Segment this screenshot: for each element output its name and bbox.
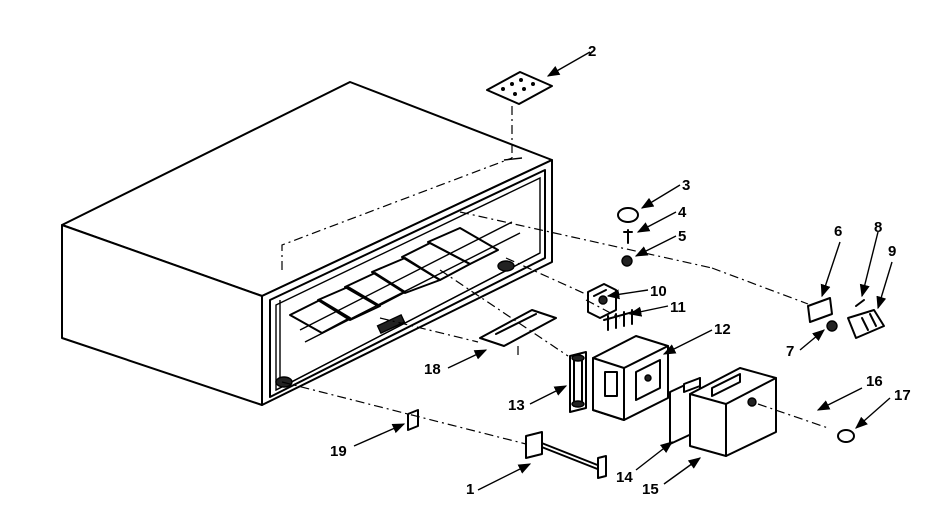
callout-3: 3 (682, 177, 690, 194)
callout-11: 11 (670, 299, 686, 316)
callout-labels: 2 3 4 5 6 7 8 9 10 11 12 13 14 15 16 17 … (330, 43, 911, 498)
callout-19: 19 (330, 443, 347, 460)
parts-6-9-lamp-assembly (459, 211, 885, 339)
callout-7: 7 (786, 343, 794, 360)
part-18-plate (479, 309, 557, 356)
part-13-bracket (569, 351, 587, 413)
assembly-lines (281, 157, 621, 357)
parts-3-5-cap-screw-grommet (617, 207, 639, 267)
callout-4: 4 (678, 204, 687, 221)
cabinet-housing (61, 81, 553, 406)
callout-9: 9 (888, 243, 896, 260)
callout-leaders (353, 51, 893, 491)
part-10-switch (587, 283, 617, 319)
part-19-clip (407, 409, 419, 431)
part-12-control-housing (592, 335, 669, 421)
callout-15: 15 (642, 481, 659, 498)
callout-17: 17 (894, 387, 911, 404)
callout-6: 6 (834, 223, 842, 240)
callout-5: 5 (678, 228, 686, 245)
callout-8: 8 (874, 219, 882, 236)
callout-12: 12 (714, 321, 731, 338)
callout-16: 16 (866, 373, 883, 390)
part-15-outer-cover (689, 367, 777, 457)
callout-10: 10 (650, 283, 667, 300)
callout-18: 18 (424, 361, 441, 378)
part-1-rod (281, 381, 607, 479)
interior-ribs (275, 221, 521, 388)
callout-2: 2 (588, 43, 596, 60)
part-2-top-plate (486, 71, 553, 161)
parts-16-17-screw-cap (757, 403, 855, 443)
callout-1: 1 (466, 481, 474, 498)
callout-14: 14 (616, 469, 633, 486)
callout-13: 13 (508, 397, 525, 414)
